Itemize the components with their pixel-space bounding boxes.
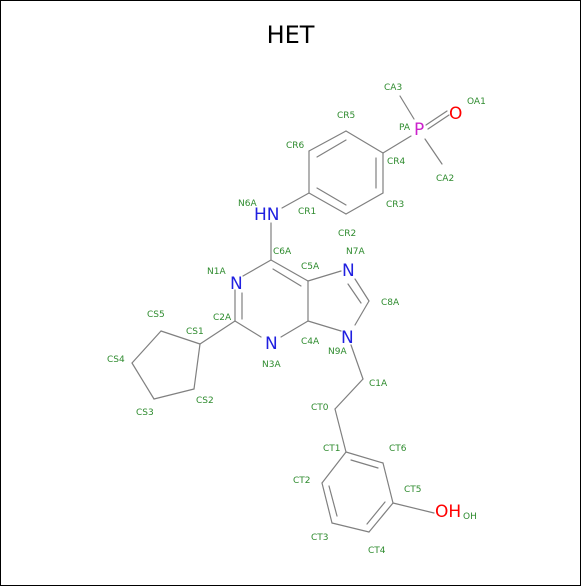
bond-cr2-cr1 xyxy=(308,192,347,215)
atom-label-c5a: C5A xyxy=(301,262,320,272)
bond-ct1-ct6-inner xyxy=(350,459,379,469)
atom-label-n1a: N1A xyxy=(207,267,226,277)
atom-label-cs1: CS1 xyxy=(186,327,204,337)
bond-c2a-n3a xyxy=(234,320,262,338)
bond-ct2-ct1 xyxy=(321,451,347,484)
atom-label-cr1: CR1 xyxy=(298,207,316,217)
atom-hn: HN xyxy=(254,205,280,225)
bond-cr1-n6a xyxy=(281,192,310,209)
bond-ct5-oh xyxy=(392,502,435,514)
bond-ct6-ct5 xyxy=(382,462,394,504)
bond-n7a-c8a-inner xyxy=(347,283,362,304)
atom-label-cr6: CR6 xyxy=(286,141,305,151)
bond-n9a-c4a xyxy=(307,320,342,332)
atom-label-n3a: N3A xyxy=(262,360,281,370)
atom-label-c8a: C8A xyxy=(381,298,400,308)
bond-cr5-cr4 xyxy=(345,130,384,154)
atom-label-c6a: C6A xyxy=(273,247,292,257)
bond-ct0-ct1 xyxy=(334,408,347,453)
atom-label-ct5: CT5 xyxy=(404,485,422,495)
bond-cr4-p xyxy=(382,135,412,154)
bond-c2a-cs1 xyxy=(199,320,236,345)
bond-p-ca3 xyxy=(399,95,415,120)
bond-c5a-n7a xyxy=(307,270,342,282)
bond-cr2-cr1-inner xyxy=(316,187,347,206)
bond-cr3-cr2 xyxy=(345,192,384,215)
bond-n3a-c4a xyxy=(280,320,309,338)
atom-label-ca2: CA2 xyxy=(436,174,454,184)
bond-c5a-c6a xyxy=(270,259,309,282)
atom-n9a: N xyxy=(341,328,354,348)
bond-cs1-cs5 xyxy=(160,330,201,345)
bond-cs4-cs3 xyxy=(131,362,155,400)
bond-c5a-c6a-inner xyxy=(272,268,302,287)
atom-label-n7a: N7A xyxy=(346,247,365,257)
bond-ct4-ct3 xyxy=(331,522,370,533)
atom-label-oa1: OA1 xyxy=(467,97,486,107)
bond-ct3-ct2-inner xyxy=(328,485,338,517)
atom-n1a: N xyxy=(230,274,243,294)
atom-label-pa: PA xyxy=(399,123,411,133)
atom-label-n6a: N6A xyxy=(238,199,257,209)
bonds xyxy=(131,95,450,533)
atom-p: P xyxy=(414,120,424,140)
atom-label-ca3: CA3 xyxy=(384,83,402,93)
bond-ct5-ct4-inner xyxy=(366,501,386,525)
atom-label-cs2: CS2 xyxy=(196,396,214,406)
atom-label-ct1: CT1 xyxy=(323,444,341,454)
bond-n7a-c8a xyxy=(354,278,370,302)
bond-n9a-c1a xyxy=(350,344,364,380)
atom-label-cr3: CR3 xyxy=(386,200,404,210)
atom-n7a: N xyxy=(342,261,355,281)
bond-cs5-cs4 xyxy=(131,330,162,364)
atom-label-cr4: CR4 xyxy=(387,157,406,167)
bond-c6a-n1a xyxy=(242,259,272,277)
panel-title: HET xyxy=(266,21,315,49)
atom-labels: CA3 OA1 PA CA2 CR5 CR6 CR4 CR3 CR1 CR2 N… xyxy=(107,83,486,556)
atom-label-c4a: C4A xyxy=(301,337,320,347)
atom-label-cs5: CS5 xyxy=(147,310,165,320)
atom-label-c1a: C1A xyxy=(369,379,388,389)
bond-cs2-cs1 xyxy=(193,343,201,390)
atom-label-cs3: CS3 xyxy=(136,408,154,418)
atom-n3a: N xyxy=(265,334,278,354)
atom-label-ct3: CT3 xyxy=(311,533,329,543)
atom-label-n9a: N9A xyxy=(328,347,347,357)
bond-ct3-ct2 xyxy=(321,482,333,524)
atom-label-ct0: CT0 xyxy=(311,403,329,413)
atom-label-cr2: CR2 xyxy=(338,229,356,239)
bond-c8a-n9a xyxy=(354,300,370,326)
atom-label-ct2: CT2 xyxy=(293,476,311,486)
atom-label-ct4: CT4 xyxy=(368,546,386,556)
atom-oh: OH xyxy=(435,502,461,522)
atom-label-c2a: C2A xyxy=(213,313,232,323)
atom-label-ct6: CT6 xyxy=(389,444,407,454)
atom-label-cs4: CS4 xyxy=(107,355,125,365)
bond-ct1-ct6 xyxy=(345,451,384,464)
bond-ct5-ct4 xyxy=(368,502,394,533)
bond-p-o xyxy=(425,110,448,126)
atom-label-h-oh: OH xyxy=(463,512,477,522)
atom-label-cr5: CR5 xyxy=(337,111,355,121)
bond-cs3-cs2 xyxy=(153,388,195,400)
bond-p-ca2 xyxy=(424,138,443,165)
bond-cr6-cr5-inner xyxy=(316,139,347,158)
bond-c1a-ct0 xyxy=(334,378,364,410)
bond-p-o-double xyxy=(427,114,450,130)
element-symbols: P O HN N N N N OH OH xyxy=(230,104,477,522)
bond-cr6-cr5 xyxy=(308,130,347,152)
atom-o-phosphoryl: O xyxy=(449,104,462,124)
